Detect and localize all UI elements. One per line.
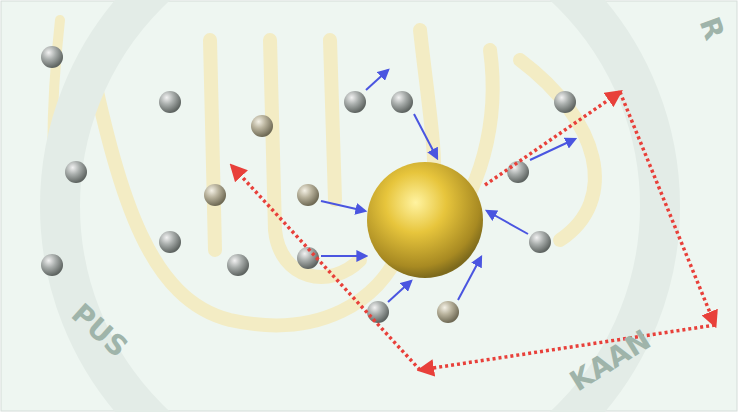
- fluid-molecule: [344, 91, 366, 113]
- path-segment: [620, 92, 715, 325]
- fluid-molecule: [65, 161, 87, 183]
- fluid-molecule: [367, 301, 389, 323]
- fluid-molecule: [159, 91, 181, 113]
- collision-arrow: [458, 257, 481, 300]
- fluid-molecule: [554, 91, 576, 113]
- path-segment: [485, 92, 620, 185]
- collision-arrow: [321, 201, 365, 211]
- fluid-molecule: [41, 254, 63, 276]
- fluid-molecule: [391, 91, 413, 113]
- fluid-molecule: [529, 231, 551, 253]
- path-segment: [232, 166, 420, 370]
- fluid-molecule: [437, 301, 459, 323]
- collision-arrows: [321, 70, 575, 302]
- fluid-molecule: [251, 115, 273, 137]
- brownian-particle: [367, 162, 483, 278]
- collision-arrow: [388, 281, 411, 302]
- watermark-calligraphy: [53, 20, 595, 380]
- path-segment: [420, 325, 715, 370]
- fluid-molecule: [159, 231, 181, 253]
- fluid-molecule: [204, 184, 226, 206]
- collision-arrow: [366, 70, 388, 90]
- watermark-ring: [60, 0, 660, 412]
- fluid-molecule: [297, 184, 319, 206]
- fluid-molecule: [41, 46, 63, 68]
- collision-arrow: [414, 114, 437, 158]
- collision-arrow: [487, 211, 528, 234]
- fluid-particles: [41, 46, 576, 323]
- collision-arrow: [321, 255, 366, 257]
- fluid-molecule: [227, 254, 249, 276]
